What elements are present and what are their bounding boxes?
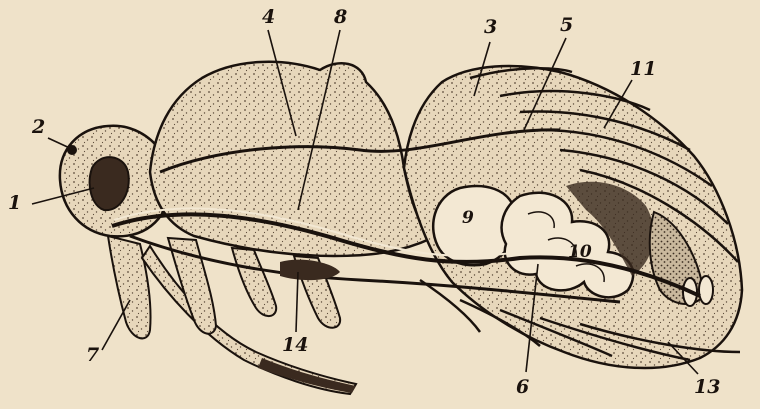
label-2: 2 [32, 118, 45, 137]
egg-cell-2 [699, 276, 713, 304]
label-13: 13 [694, 378, 720, 397]
label-10: 10 [568, 244, 592, 261]
label-1: 1 [8, 194, 21, 213]
label-7: 7 [86, 346, 99, 365]
thoracic-ganglion [280, 260, 340, 280]
antenna-base [67, 145, 77, 155]
label-4: 4 [262, 8, 275, 27]
label-9: 9 [462, 210, 474, 227]
label-5: 5 [560, 16, 573, 35]
label-3: 3 [484, 18, 497, 37]
proboscis-tip [258, 358, 356, 393]
label-11: 11 [630, 60, 656, 79]
mouthparts [108, 236, 151, 338]
label-14: 14 [282, 336, 308, 355]
label-8: 8 [334, 8, 347, 27]
label-6: 6 [516, 378, 529, 397]
leg-middle [232, 248, 276, 316]
